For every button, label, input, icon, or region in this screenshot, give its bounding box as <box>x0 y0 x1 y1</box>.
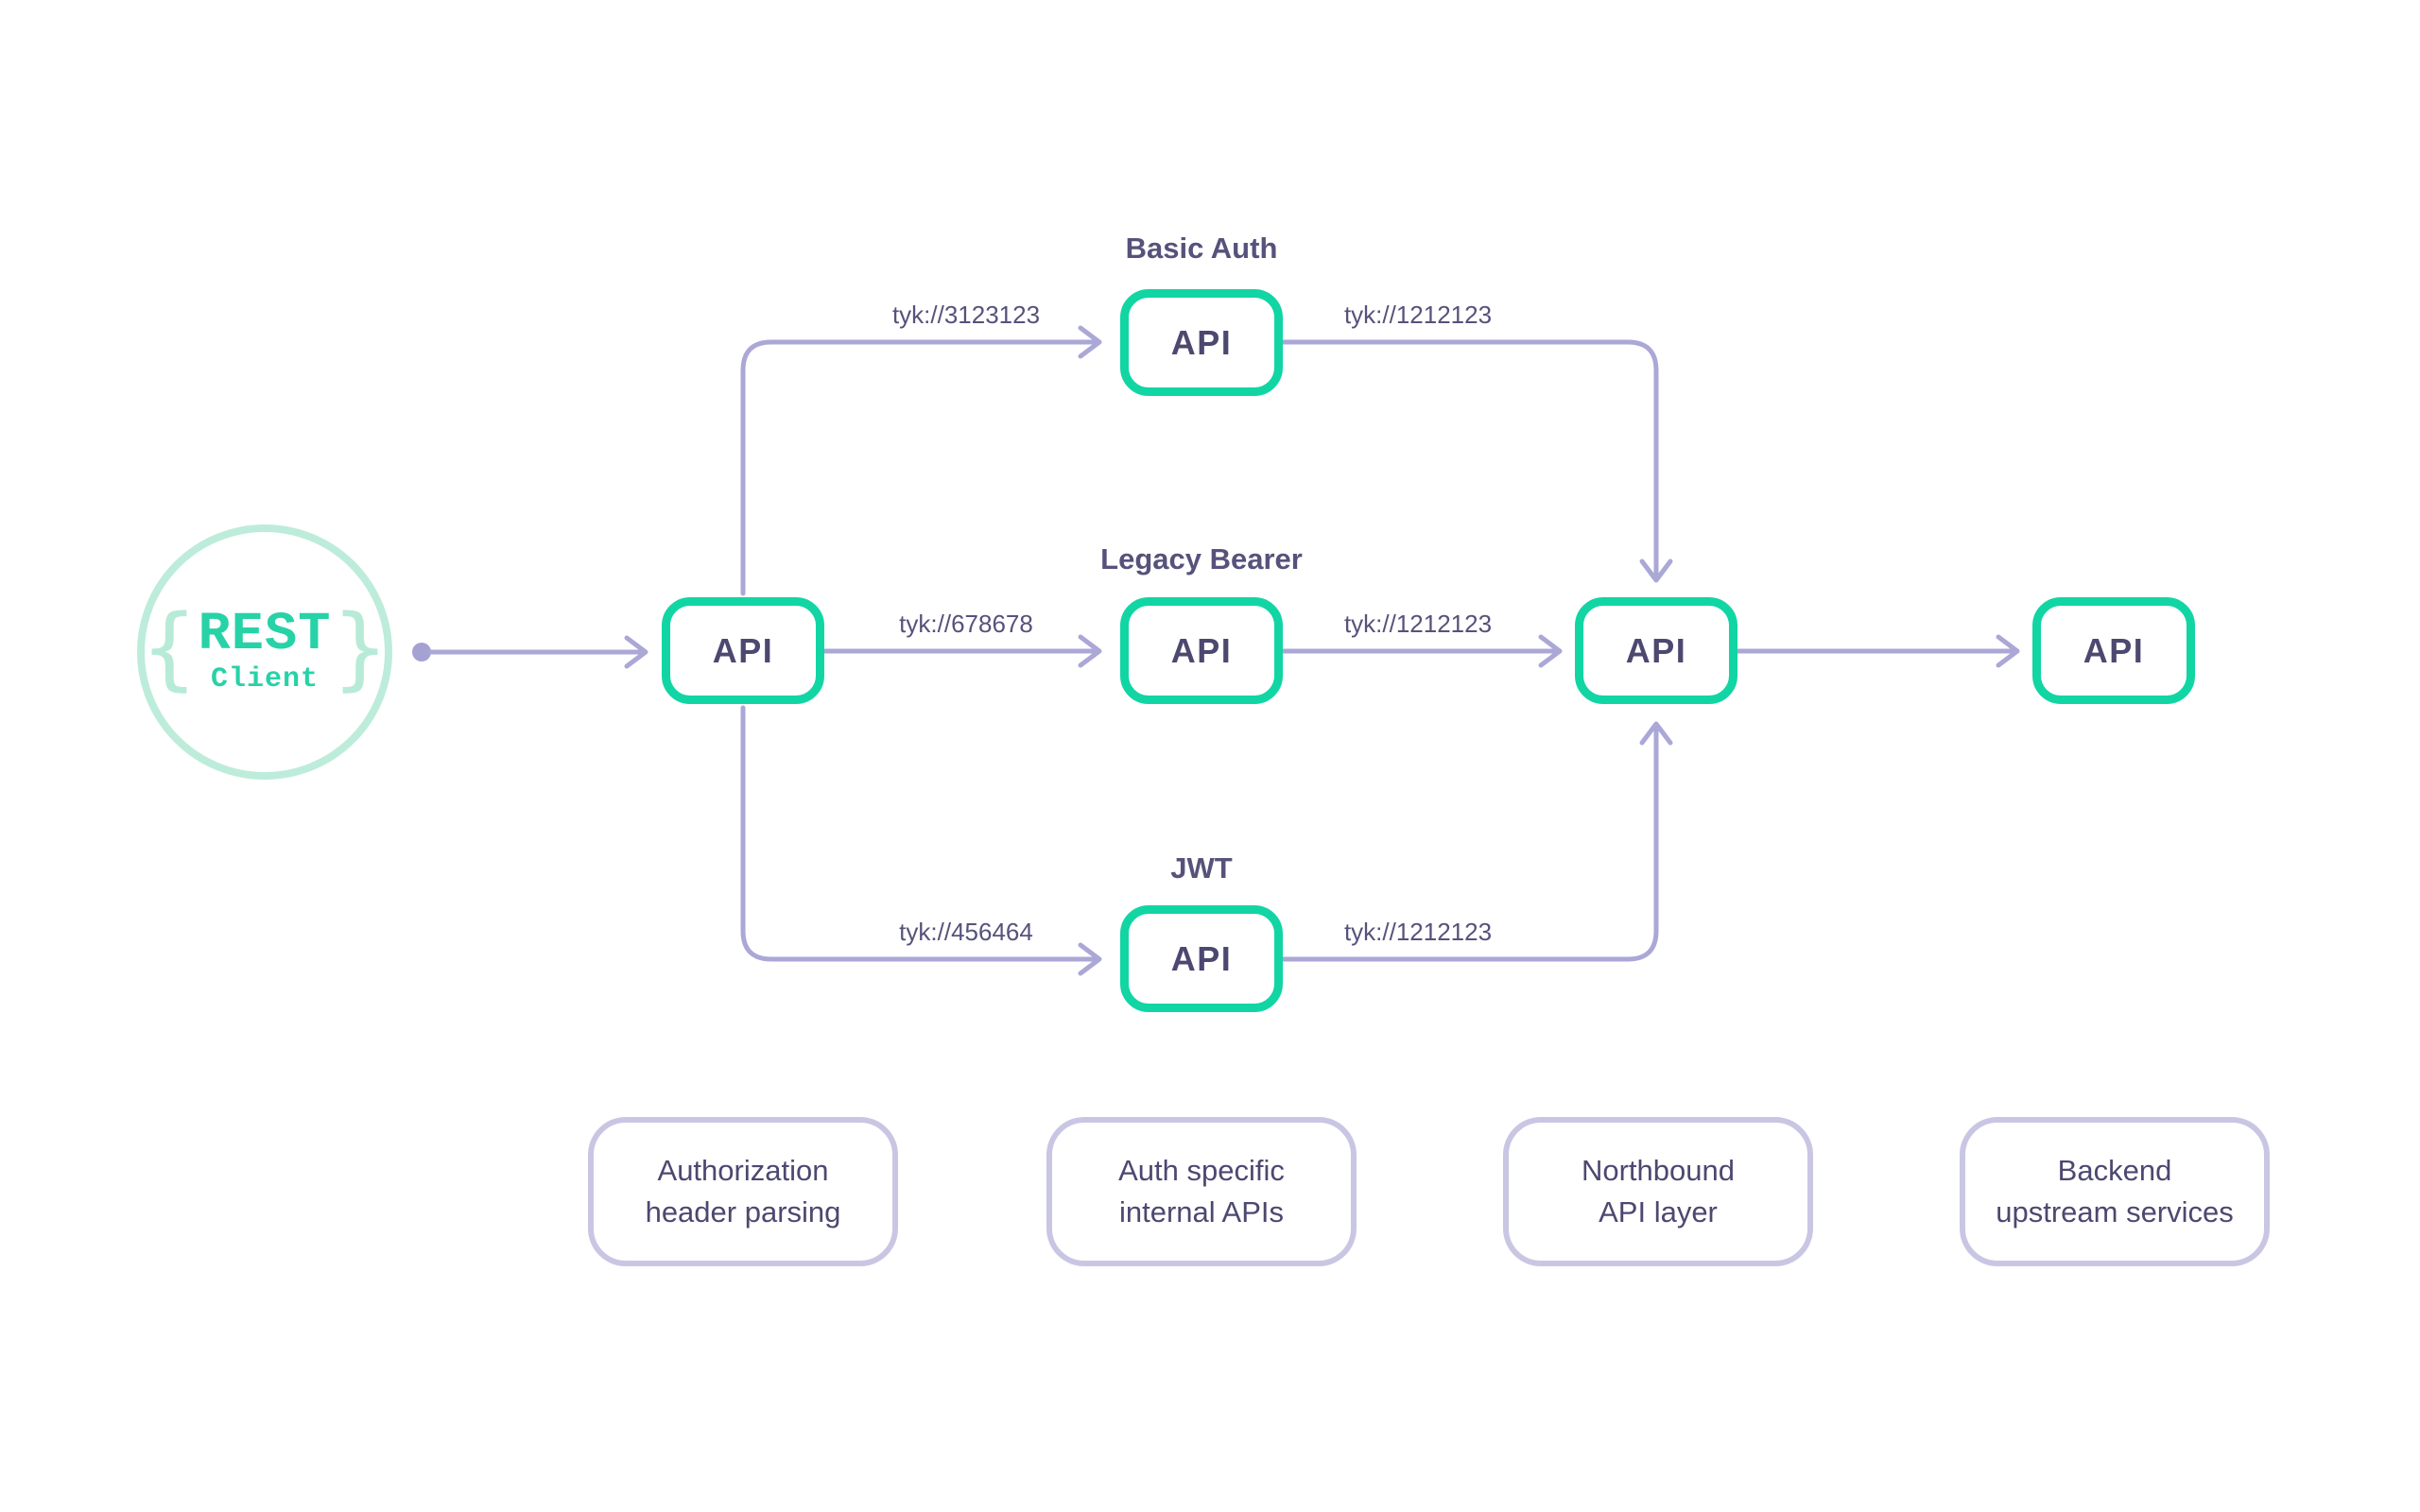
api-node-label: API <box>1170 322 1233 362</box>
rest-client-label-top: REST <box>198 604 332 665</box>
edge-label-jwt-to-north: tyk://1212123 <box>1343 918 1493 946</box>
api-node-jwt: API <box>1120 905 1283 1012</box>
left-brace: { <box>142 595 197 700</box>
edge-authparse-to-jwt <box>740 705 1098 962</box>
api-node-label: API <box>1625 630 1687 670</box>
api-node-basic-auth: API <box>1120 289 1283 396</box>
group-title-legacy-bearer: Legacy Bearer <box>1100 542 1303 576</box>
legend-line: Northbound <box>1581 1153 1735 1187</box>
arrowhead-authparse-to-legacy <box>1078 634 1102 668</box>
arrowhead-authparse-to-basic <box>1078 325 1102 359</box>
api-node-label: API <box>1170 938 1233 978</box>
arrowhead-north-to-backend <box>1996 634 2020 668</box>
edge-start-dot <box>412 643 431 662</box>
edge-label-legacy-to-north: tyk://1212123 <box>1343 610 1493 638</box>
group-title-jwt: JWT <box>1170 851 1233 885</box>
edge-authparse-to-basic <box>740 339 1098 596</box>
right-brace: } <box>333 595 388 700</box>
rest-client-label: REST Client <box>198 604 332 696</box>
group-title-basic-auth: Basic Auth <box>1125 232 1278 265</box>
edge-jwt-to-north <box>1280 727 1659 962</box>
legend-line: Auth specific <box>1118 1153 1285 1187</box>
edge-label-basic-to-north: tyk://1212123 <box>1343 301 1493 329</box>
edge-basic-to-north <box>1280 339 1659 577</box>
legend-northbound-api-layer: Northbound API layer <box>1503 1117 1813 1266</box>
arrowhead-authparse-to-jwt <box>1078 942 1102 976</box>
api-node-label: API <box>712 630 774 670</box>
api-node-northbound: API <box>1575 597 1737 704</box>
api-node-legacy-bearer: API <box>1120 597 1283 704</box>
arrowhead-basic-to-north <box>1639 558 1673 583</box>
legend-line: upstream services <box>1996 1195 2234 1228</box>
arrowhead-client-to-authparse <box>624 635 648 669</box>
legend-line: API layer <box>1599 1195 1718 1228</box>
rest-client-label-bottom: Client <box>210 662 320 696</box>
api-node-backend: API <box>2032 597 2195 704</box>
legend-line: internal APIs <box>1118 1195 1285 1228</box>
api-node-label: API <box>2083 630 2145 670</box>
rest-client-node: { REST Client } <box>137 524 392 780</box>
legend-backend-upstream-services: Backend upstream services <box>1960 1117 2270 1266</box>
legend-line: Authorization <box>657 1153 829 1187</box>
edge-label-auth-to-legacy: tyk://678678 <box>899 610 1033 638</box>
arrowhead-legacy-to-north <box>1538 634 1563 668</box>
edge-label-auth-to-basic: tyk://3123123 <box>891 301 1041 329</box>
legend-line: header parsing <box>645 1195 841 1228</box>
edge-label-auth-to-jwt: tyk://456464 <box>899 918 1033 946</box>
legend-auth-specific-internal-apis: Auth specific internal APIs <box>1046 1117 1357 1266</box>
legend-authorization-header-parsing: Authorization header parsing <box>588 1117 898 1266</box>
api-node-label: API <box>1170 630 1233 670</box>
api-node-auth-parse: API <box>662 597 824 704</box>
arrowhead-jwt-to-north <box>1639 721 1673 746</box>
legend-line: Backend <box>2057 1153 2172 1187</box>
